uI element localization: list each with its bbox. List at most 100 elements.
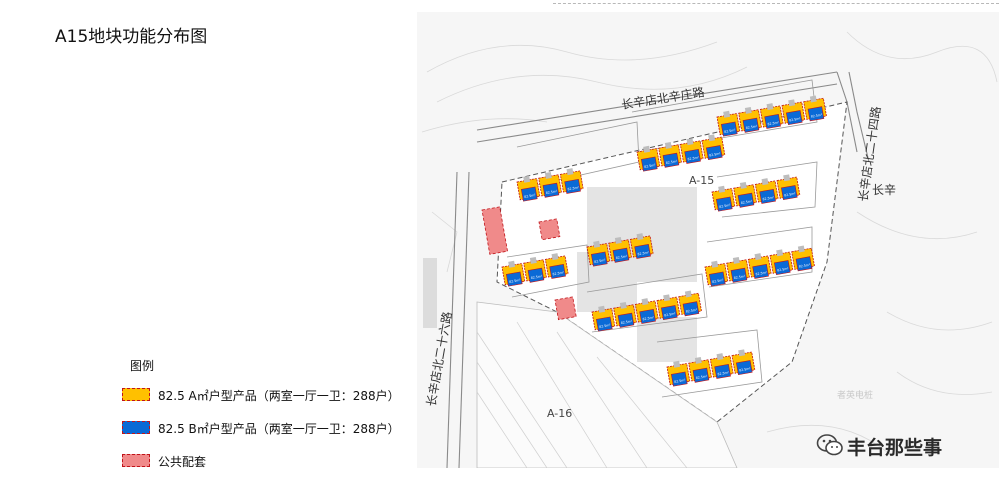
unit-block: 82.5m² [559, 168, 584, 194]
unit-type-b-shape [708, 271, 726, 287]
unit-core-shape [716, 353, 724, 361]
unit-type-b-shape [682, 301, 700, 317]
public-facility-block [538, 218, 561, 241]
unit-type-b-shape [684, 148, 701, 164]
unit-type-b-shape [662, 152, 680, 168]
unit-core-shape [508, 260, 516, 268]
unit-core-shape [641, 298, 649, 306]
legend-item-type-a: 82.5 A㎡户型产品（两室一厅一卫：288户） [118, 384, 418, 405]
unit-block: 82.5m² [656, 294, 681, 321]
unit-block: 82.5m² [666, 360, 691, 387]
unit-core-shape [643, 145, 651, 153]
unit-area-label: 82.5m² [762, 195, 775, 201]
unit-core-shape [766, 103, 774, 111]
unit-type-b-shape [612, 247, 630, 263]
unit-type-b-shape [785, 110, 803, 126]
unit-type-b-shape [764, 113, 781, 129]
public-facility-block [554, 296, 577, 321]
unit-type-b-shape [639, 308, 656, 324]
unit-block: 82.5m² [634, 298, 659, 324]
unit-area-label: 82.5m² [709, 151, 722, 157]
unit-core-shape [529, 256, 537, 264]
public-facility-block [481, 206, 509, 255]
unit-block: 82.5m² [711, 185, 736, 212]
unit-type-b-shape [617, 312, 635, 328]
unit-type-b-shape [705, 145, 723, 161]
unit-core-shape [754, 253, 762, 261]
unit-block: 82.5m² [709, 353, 734, 379]
unit-area-label: 82.5m² [552, 270, 565, 276]
unit-area-label: 82.5m² [741, 199, 754, 205]
unit-core-shape [788, 99, 796, 107]
unit-type-b-shape [564, 178, 581, 194]
unit-block: 82.5m² [726, 256, 750, 283]
unit-block: 82.5m² [658, 141, 682, 168]
top-dashed-rule [553, 3, 999, 4]
unit-area-label: 82.5m² [531, 274, 544, 280]
unit-block: 82.5m² [679, 138, 704, 164]
unit-area-label: 82.5m² [621, 319, 634, 325]
unit-block: 82.5m² [544, 253, 569, 279]
unit-block: 82.5m² [759, 103, 784, 129]
unit-type-b-shape [527, 267, 545, 283]
legend-item-public: 公共配套 [118, 450, 418, 471]
unit-type-b-shape [742, 117, 760, 133]
wechat-icon [816, 434, 843, 456]
unit-type-b-shape [735, 360, 753, 376]
unit-type-b-shape [720, 121, 738, 137]
unit-type-b-shape [549, 263, 566, 279]
unit-type-b-shape [595, 316, 613, 332]
unit-area-label: 82.5m² [719, 203, 732, 209]
unit-type-b-shape [730, 267, 748, 283]
unit-block: 82.5m² [803, 95, 827, 122]
unit-core-shape [551, 253, 559, 261]
road-label-east-2: 长辛 [872, 183, 896, 197]
road-lines [446, 71, 870, 468]
unit-block: 82.5m² [701, 134, 726, 161]
legend: 图例 82.5 A㎡户型产品（两室一厅一卫：288户） 82.5 B㎡户型产品（… [118, 357, 418, 483]
legend-swatch-type-b [122, 421, 150, 434]
unit-core-shape [711, 260, 719, 268]
unit-block: 82.5m² [733, 181, 757, 208]
unit-block: 82.5m² [523, 256, 547, 283]
unit-core-shape [809, 95, 817, 103]
unit-core-shape [744, 106, 752, 114]
unit-area-label: 82.5m² [789, 116, 802, 122]
plot-a16-area [476, 301, 738, 468]
unit-core-shape [619, 301, 627, 309]
unit-block: 82.5m² [516, 175, 541, 202]
unit-block: 82.5m² [591, 305, 616, 332]
unit-area-label: 82.5m² [717, 370, 730, 376]
unit-block: 82.5m² [608, 236, 632, 263]
unit-block: 82.5m² [688, 356, 712, 383]
unit-core-shape [544, 171, 552, 179]
unit-area-label: 82.5m² [687, 155, 700, 161]
unit-block: 82.5m² [704, 260, 729, 287]
unit-area-label: 82.5m² [546, 189, 559, 195]
unit-core-shape [694, 356, 702, 364]
unit-core-shape [593, 240, 601, 248]
unit-core-shape [636, 233, 644, 241]
faint-map-label: 者英电桩 [837, 389, 873, 401]
unit-type-b-shape [795, 256, 813, 272]
unit-core-shape [732, 256, 740, 264]
unit-block: 82.5m² [776, 174, 801, 201]
unit-area-label: 82.5m² [746, 124, 759, 130]
unit-area-label: 82.5m² [777, 266, 790, 272]
unit-type-b-shape [542, 182, 560, 198]
unit-area-label: 82.5m² [637, 250, 650, 256]
unit-block: 82.5m² [629, 233, 654, 259]
unit-block: 82.5m² [769, 249, 794, 276]
unit-type-b-shape [670, 371, 688, 387]
unit-area-label: 82.5m² [664, 311, 677, 317]
unit-area-label: 82.5m² [686, 308, 699, 314]
unit-type-b-shape [692, 367, 710, 383]
unit-core-shape [739, 181, 747, 189]
public-facilities [481, 206, 577, 321]
